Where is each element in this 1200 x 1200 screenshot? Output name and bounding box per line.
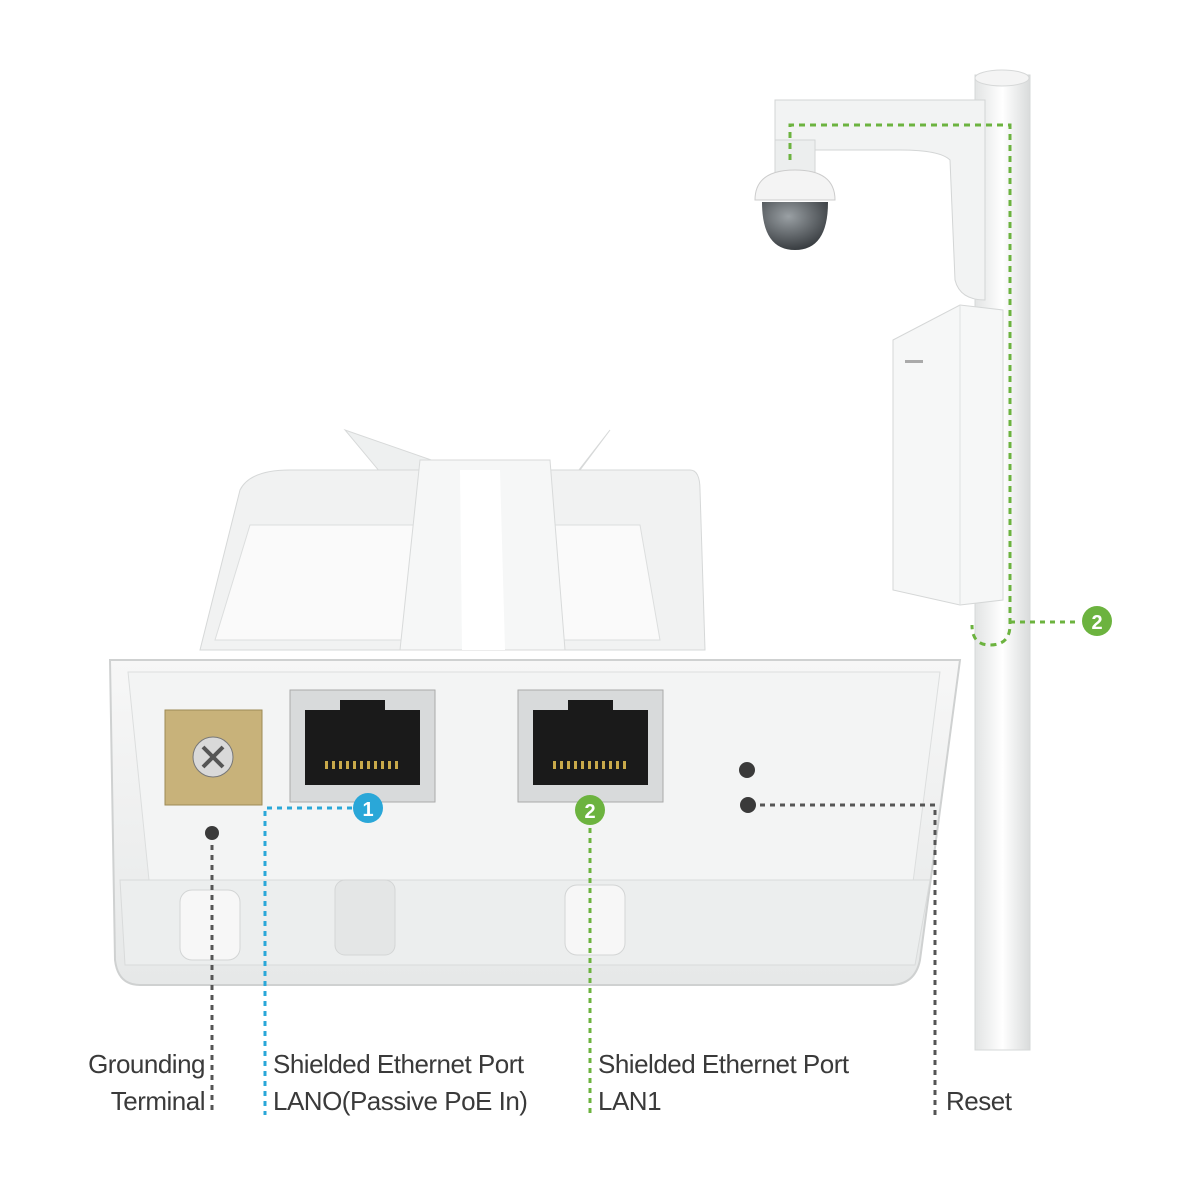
label-reset: Reset bbox=[946, 1086, 1012, 1116]
label-line: Shielded Ethernet Port bbox=[598, 1049, 849, 1079]
label-lan1: Shielded Ethernet Port LAN1 bbox=[598, 1046, 849, 1120]
led-indicator bbox=[739, 762, 755, 778]
camera-arm bbox=[774, 99, 986, 301]
label-grounding-terminal: Grounding Terminal bbox=[60, 1046, 205, 1120]
ethernet-port-lan1 bbox=[517, 689, 664, 803]
pole-mount-illustration bbox=[754, 69, 1080, 1051]
label-lan0: Shielded Ethernet Port LANO(Passive PoE … bbox=[273, 1046, 528, 1120]
cable-path bbox=[788, 123, 1012, 647]
leader-lines bbox=[210, 803, 937, 1115]
svg-text:2: 2 bbox=[584, 801, 595, 823]
camera-dome bbox=[762, 202, 828, 250]
badge-2-pole: 2 bbox=[1082, 606, 1112, 636]
label-line: Terminal bbox=[110, 1086, 206, 1116]
label-line: Grounding bbox=[88, 1049, 205, 1079]
camera-housing bbox=[754, 169, 836, 201]
ethernet-port-lan0 bbox=[289, 689, 436, 803]
svg-text:2: 2 bbox=[1091, 612, 1102, 634]
cpe-logo bbox=[905, 360, 923, 363]
badge-1: 1 bbox=[353, 793, 383, 823]
svg-text:1: 1 bbox=[362, 799, 373, 821]
mounted-cpe bbox=[892, 304, 1004, 606]
grounding-terminal bbox=[164, 709, 263, 840]
label-line: Shielded Ethernet Port bbox=[273, 1049, 524, 1079]
badge-2-port: 2 bbox=[575, 795, 605, 825]
label-line: LAN1 bbox=[598, 1086, 662, 1116]
cpe-device bbox=[108, 428, 962, 986]
reset-button bbox=[740, 797, 756, 813]
label-line: LANO(Passive PoE In) bbox=[273, 1086, 528, 1116]
